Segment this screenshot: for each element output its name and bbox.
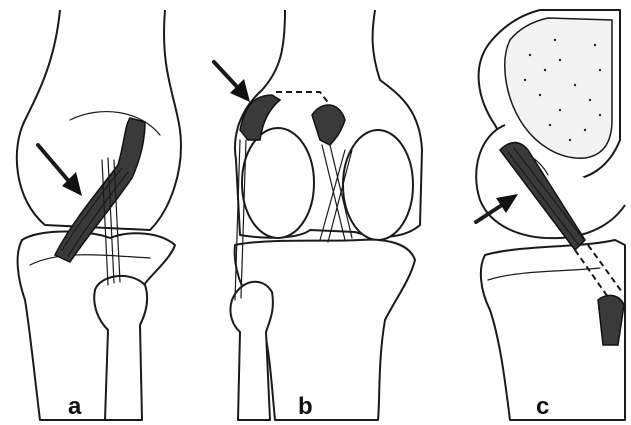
fibula-b: [230, 282, 272, 420]
tibia-a: [18, 232, 175, 421]
panel-label-b: b: [298, 393, 313, 420]
panel-label-c: c: [536, 393, 549, 420]
arrow-b: [214, 62, 250, 102]
condyle-medial-b: [242, 128, 314, 238]
panel-c: c: [476, 10, 625, 420]
panel-label-a: a: [68, 393, 82, 420]
condyle-lateral-b: [343, 130, 413, 240]
panel-a: a: [17, 10, 181, 420]
panel-b: b: [214, 10, 422, 420]
